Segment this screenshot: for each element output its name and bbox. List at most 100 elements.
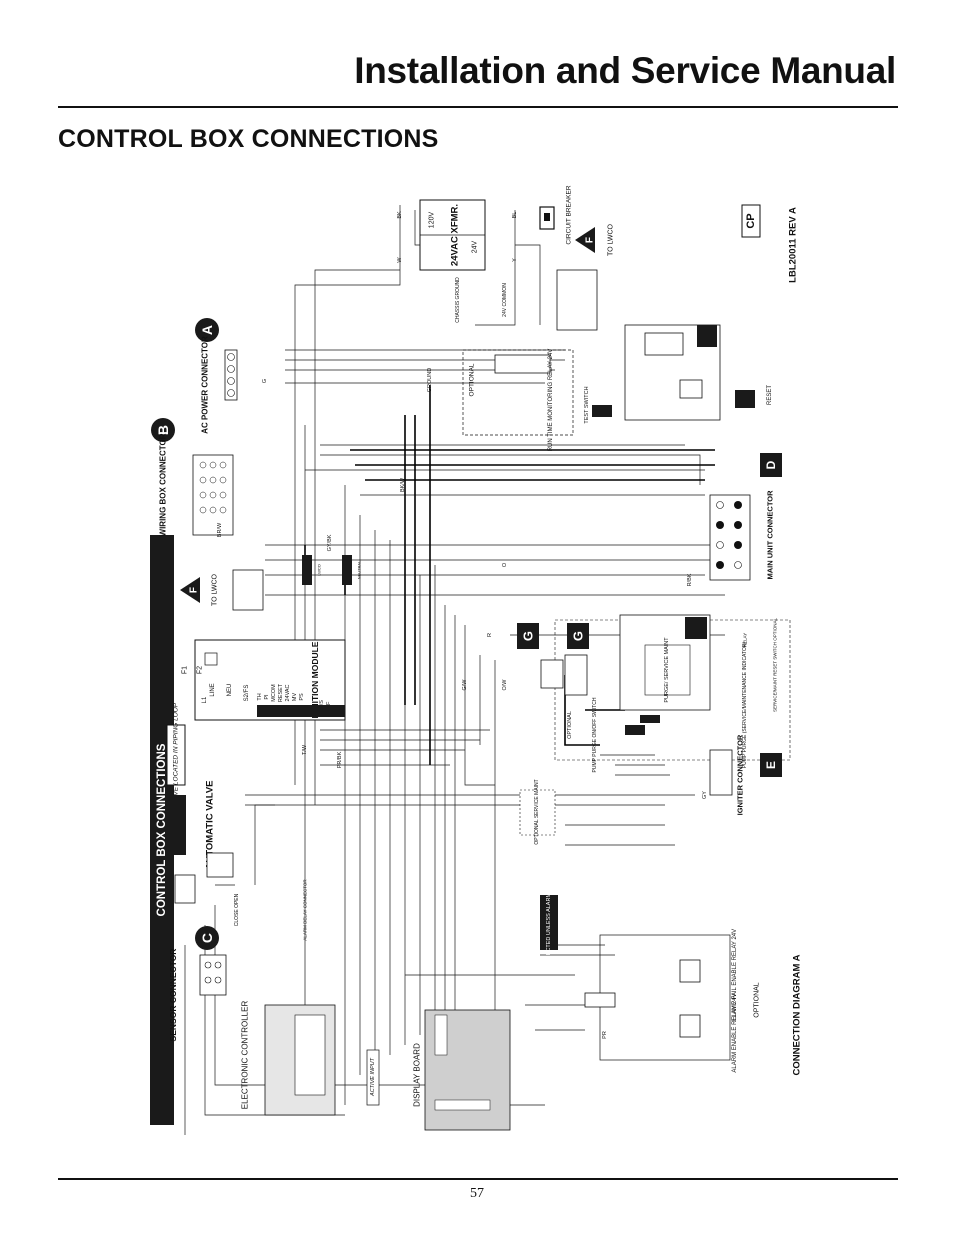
pump-purge-switch-label: PUMP PURGE ON/OFF SWITCH <box>592 697 598 772</box>
badge-a: A <box>199 325 215 335</box>
ignition-module-label: IGNITION MODULE <box>310 641 320 718</box>
badge-b: B <box>155 425 171 435</box>
service-reset-switch-label: SERVICE/MAINT RESET SWITCH OPTIONAL <box>773 618 778 713</box>
manual-title: Installation and Service Manual <box>354 50 896 91</box>
main-unit-label: MAIN UNIT CONNECTOR <box>766 490 775 580</box>
ac-power-connector: A AC POWER CONNECTOR <box>195 318 238 434</box>
main-unit-connector: D MAIN UNIT CONNECTOR <box>709 453 782 581</box>
badge-e: E <box>764 761 778 769</box>
automatic-valve-label: AUTOMATIC VALVE <box>205 780 216 869</box>
page-number: 57 <box>470 1186 484 1201</box>
automatic-valve: VALVE LOCATED IN PIPING LOOP AUTOMATIC V… <box>166 702 234 904</box>
igniter-connector: E IGNITER CONNECTOR <box>709 734 782 815</box>
circuit-breaker-label: CIRCUIT BREAKER <box>566 185 573 244</box>
wire-label: R <box>487 633 493 637</box>
lwco-box-label: LWCO <box>317 564 322 576</box>
fuse-f2: F2 <box>197 666 204 674</box>
optional-service-maint: OPTIONAL SERVICE MAINT <box>519 779 556 845</box>
ignition-module: IGNITION MODULE F1 F2 L1 LINE NEU S2/FS … <box>182 639 346 721</box>
ign-terminal: L1 <box>202 696 208 703</box>
ign-terminal: 24VAC <box>285 684 291 701</box>
lwco-neutral-boxes: LWCO NEUTRAL <box>302 555 362 585</box>
relay-label: RELAY <box>743 633 748 647</box>
pump-purge-area: G G PURGE/ SERVICE MAINT OPTIONAL PUMP P… <box>517 614 791 772</box>
ground-label: GROUND <box>427 368 433 392</box>
optional-label-alarm: OPTIONAL <box>754 982 761 1018</box>
wire-label: W <box>397 257 403 263</box>
run-time-relay: OPTIONAL RUN TIME MONITORING RELAY 24V G… <box>427 277 574 452</box>
badge-f-left: F <box>189 587 200 593</box>
sensor-connector-label: SENSOR CONNECTOR <box>168 949 178 1042</box>
ign-terminal: FF <box>326 701 332 708</box>
transformer: 24VAC XFMR. 120V 24V <box>419 199 486 271</box>
valve-located-label: VALVE LOCATED IN PIPING LOOP <box>173 702 180 807</box>
wire-label: T/W <box>302 744 308 755</box>
transformer-secondary: 24V <box>472 240 479 253</box>
ign-terminal: MV <box>292 693 298 702</box>
close-open-label: CLOSE OPEN <box>234 893 240 926</box>
ign-terminal: TH <box>257 693 263 700</box>
connection-diagram-label: CONNECTION DIAGRAM A <box>792 954 803 1075</box>
wire-label: BR/W <box>217 522 223 537</box>
section-title: CONTROL BOX CONNECTIONS <box>58 125 439 153</box>
header-divider <box>58 106 898 108</box>
ign-terminal: MCOM <box>271 684 277 702</box>
display-board: DISPLAY BOARD <box>413 1009 511 1131</box>
lwco-control-board: RESET <box>624 324 773 421</box>
wire-label: BK/W <box>400 477 406 492</box>
badge-c: C <box>199 933 215 943</box>
badge-g-right: G <box>571 631 586 641</box>
ign-terminal: S2/FS <box>244 685 250 702</box>
wire-label: BK <box>397 211 403 219</box>
transformer-title: 24VAC XFMR. <box>450 204 461 266</box>
to-lwco-top-label: TO LWCO <box>608 223 615 256</box>
circuit-breaker: CIRCUIT BREAKER <box>539 185 573 245</box>
wiring-diagram: CONTROL BOX CONNECTIONS <box>145 185 810 1135</box>
badge-g-left: G <box>521 631 536 641</box>
test-switch: TEST SWITCH <box>584 386 612 424</box>
wiring-box-label: WIRING BOX CONNECTOR <box>159 433 168 536</box>
footer-divider <box>58 1178 898 1180</box>
display-board-label: DISPLAY BOARD <box>413 1043 422 1107</box>
ign-terminal: LINE <box>210 683 216 696</box>
cp-badge: CP <box>741 204 761 238</box>
fuse-f1: F1 <box>182 666 189 674</box>
flame-fail-relay-label: FLAME FAIL ENABLE RELAY 24V <box>732 929 738 1021</box>
wire-label: O/W <box>502 679 508 691</box>
to-lwco-left-label: TO LWCO <box>212 573 219 606</box>
ign-terminal: PS <box>299 693 305 701</box>
neutral-box-label: NEUTRAL <box>357 560 362 579</box>
wire-label: GY/BK <box>327 534 333 551</box>
test-switch-label: TEST SWITCH <box>584 386 590 423</box>
badge-d: D <box>764 460 778 469</box>
ign-terminal: PI <box>264 694 270 700</box>
revision-label: LBL20011 REV A <box>788 207 799 283</box>
wire-label: Y <box>512 258 518 262</box>
alarm-relays: FLAME FAIL ENABLE RELAY 24V ALARM ENABLE… <box>584 929 761 1073</box>
wire-label: O <box>502 562 508 567</box>
active-input-label: ACTIVE INPUT <box>370 1057 376 1097</box>
electronic-controller: ELECTRONIC CONTROLLER ACTIVE INPUT <box>241 1001 380 1116</box>
optional-service-maint-label: OPTIONAL SERVICE MAINT <box>534 779 540 844</box>
pump-purge-indicator-label: PUMP PURGE (SERVICE/MAINTENANCE INDICATO… <box>742 642 748 769</box>
alarm-relay-label: ALARM ENABLE RELAY 24V <box>732 993 738 1072</box>
wiring-box-connector: B WIRING BOX CONNECTOR <box>151 418 234 536</box>
ign-terminal: NEU <box>227 684 233 697</box>
alarm-delay-connector: ALARM DELAY CONNECTOR CLOSE OPEN <box>234 879 308 941</box>
cp-badge-label: CP <box>745 213 757 228</box>
ac-power-label: AC POWER CONNECTOR <box>201 336 210 434</box>
igniter-connector-label: IGNITER CONNECTOR <box>736 734 745 815</box>
optional-label-pump: OPTIONAL <box>567 711 573 739</box>
lwco-left: F TO LWCO <box>180 569 264 611</box>
banner-label: CONTROL BOX CONNECTIONS <box>156 743 168 916</box>
transformer-primary: 120V <box>429 212 436 229</box>
thick-wires <box>304 385 715 765</box>
lwco-plug <box>556 269 598 331</box>
run-time-relay-label: RUN TIME MONITORING RELAY 24V <box>548 349 554 452</box>
wire-label: PR <box>602 1031 608 1039</box>
reset-label: RESET <box>767 385 773 405</box>
wire-labels: BK W BL Y G R/BK O/W G/W PR/BK T/W BR/W … <box>217 211 708 1039</box>
wire-label: GY <box>702 791 708 799</box>
connected-unless-label: CONNECTED UNLESS ALARM ADDED <box>546 872 552 971</box>
alarm-delay-label: ALARM DELAY CONNECTOR <box>303 879 308 941</box>
